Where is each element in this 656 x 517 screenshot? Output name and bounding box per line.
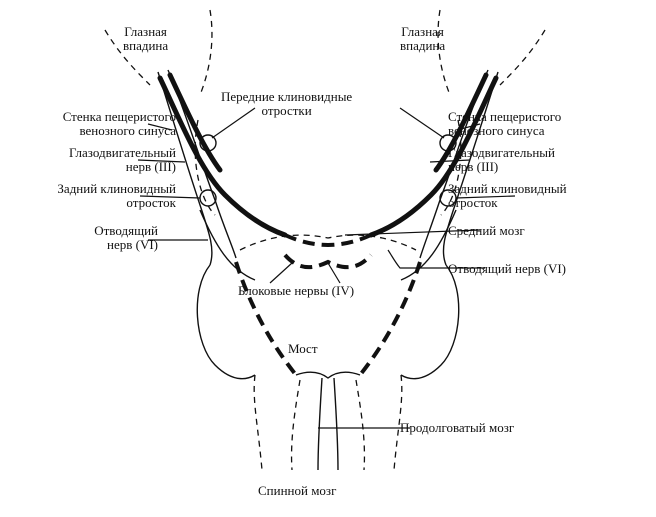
medulla-midline-left bbox=[317, 377, 323, 471]
right-nerve-dashed bbox=[327, 233, 372, 247]
leader-oculomotor-left bbox=[137, 159, 186, 163]
medulla-top bbox=[295, 371, 361, 379]
medulla-midline-right bbox=[333, 377, 339, 471]
leader-oculomotor-right bbox=[429, 159, 471, 163]
label-orbit-left: Глазная впадина bbox=[123, 24, 169, 53]
leader-trochlear-left bbox=[269, 262, 293, 284]
sella-outline bbox=[194, 119, 462, 216]
leader-cavernous-left bbox=[147, 123, 173, 131]
label-oculomotor-left: Глазодвигательный нерв (III) bbox=[69, 145, 176, 174]
label-orbit-right: Глазная впадина bbox=[400, 24, 446, 53]
leader-posterior-clinoid-right bbox=[455, 195, 516, 199]
leader-posterior-clinoid-left bbox=[139, 195, 201, 199]
trochlear-loop bbox=[283, 253, 373, 270]
label-cavernous-wall-right: Стенка пещеристого венозного синуса bbox=[448, 109, 562, 138]
label-spinal-cord: Спинной мозг bbox=[258, 483, 337, 498]
label-abducens-right: Отводящий нерв (VI) bbox=[448, 261, 567, 276]
label-abducens-left: Отводящий нерв (VI) bbox=[94, 223, 158, 252]
midbrain-outline bbox=[239, 234, 417, 251]
label-posterior-clinoid-right: Задний клиновидный отросток bbox=[448, 181, 567, 210]
medulla-inner-left bbox=[290, 379, 301, 471]
left-oculomotor-nerve bbox=[157, 75, 288, 238]
leader-anterior-clinoid-right bbox=[399, 107, 445, 139]
label-anterior-clinoid: Передние клиновидные отростки bbox=[221, 89, 353, 118]
medulla-outline bbox=[253, 374, 403, 471]
pons-left-dashed bbox=[234, 261, 298, 377]
left-orbit-outline bbox=[104, 9, 213, 96]
label-midbrain: Средний мозг bbox=[448, 223, 525, 238]
leader-cavernous-right bbox=[456, 123, 481, 131]
right-oculomotor-nerve bbox=[368, 75, 499, 238]
leader-midbrain bbox=[344, 229, 481, 236]
medulla-inner-right bbox=[355, 379, 366, 471]
label-cavernous-wall-left: Стенка пещеристого венозного синуса bbox=[62, 109, 176, 138]
label-oculomotor-right: Глазодвигательный нерв (III) bbox=[448, 145, 555, 174]
pons-right-dashed bbox=[358, 261, 422, 377]
left-abducens-nerve bbox=[199, 209, 256, 281]
pons-outline bbox=[196, 264, 460, 380]
label-medulla: Продолговатый мозг bbox=[400, 420, 515, 435]
label-trochlear: Блоковые нервы (IV) bbox=[238, 283, 355, 298]
right-anterior-clinoid bbox=[439, 134, 457, 152]
label-pons: Мост bbox=[288, 341, 318, 356]
right-cavernous-wall bbox=[442, 71, 499, 266]
right-orbit-outline bbox=[437, 9, 546, 96]
left-cavernous-wall bbox=[157, 71, 213, 266]
left-anterior-clinoid bbox=[199, 134, 217, 152]
leader-abducens-right bbox=[387, 249, 485, 269]
right-abducens-nerve bbox=[400, 209, 457, 281]
leader-trochlear-right bbox=[327, 262, 341, 284]
label-posterior-clinoid-left: Задний клиновидный отросток bbox=[57, 181, 176, 210]
leader-anterior-clinoid-left bbox=[211, 107, 256, 139]
left-nerve-dashed bbox=[284, 233, 329, 247]
